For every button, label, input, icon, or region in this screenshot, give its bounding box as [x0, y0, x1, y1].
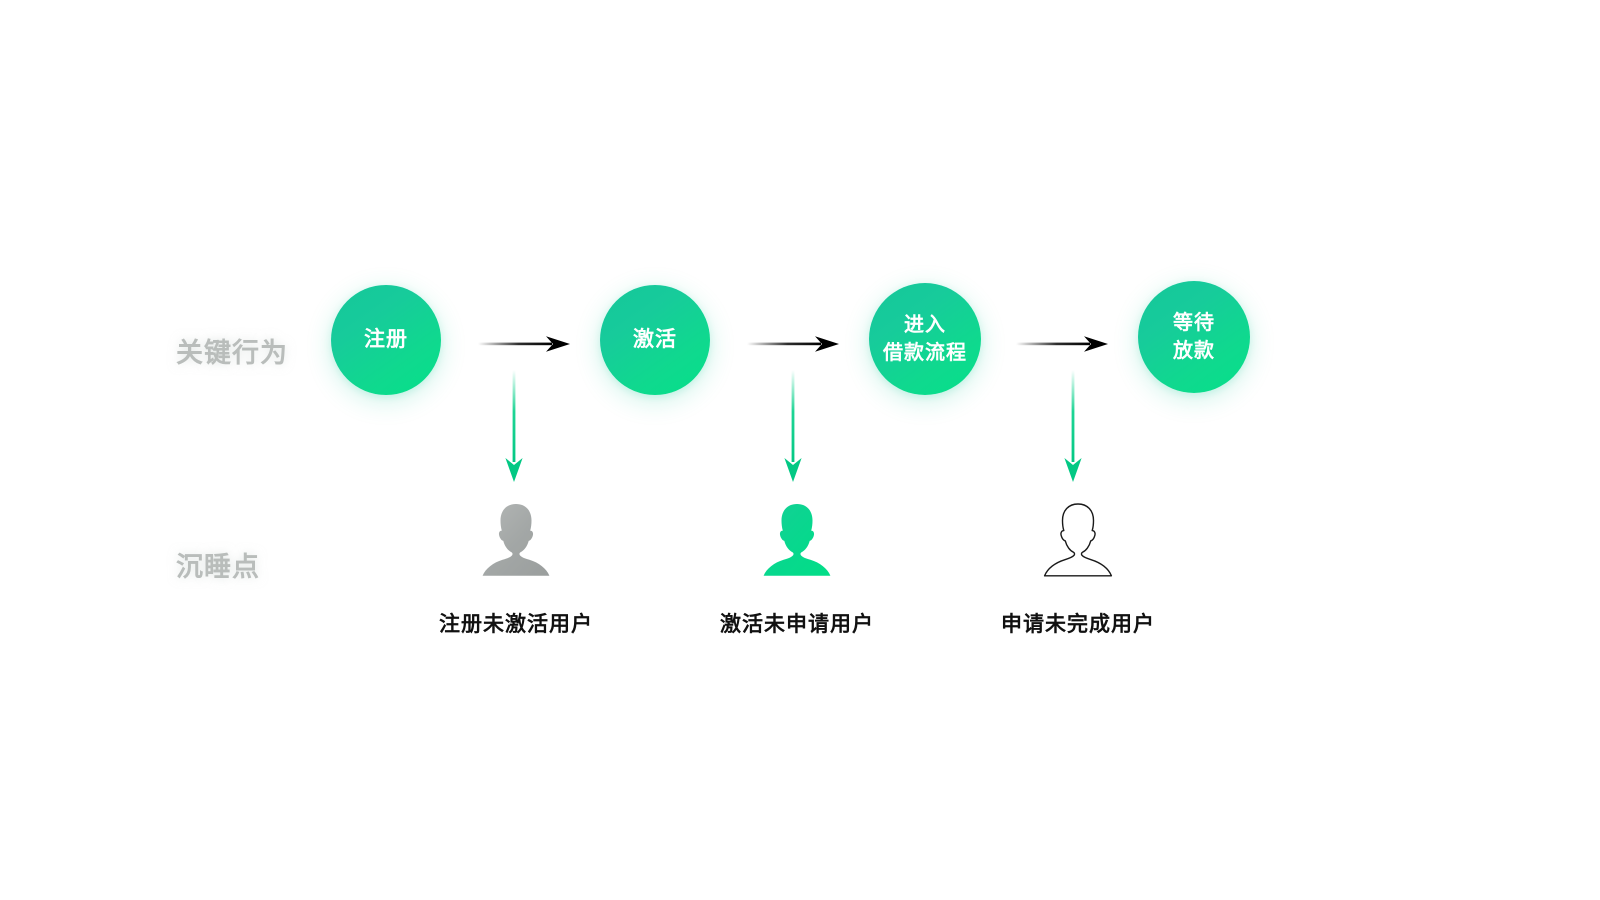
sleep-point-applied-not-completed: 申请未完成用户 — [963, 500, 1193, 638]
arrow-right-icon — [1016, 336, 1108, 352]
sleep-point-caption: 注册未激活用户 — [439, 613, 593, 636]
arrow-right-icon — [747, 336, 839, 352]
arrow-right-icon — [478, 336, 570, 352]
flow-node-await-disbursement[interactable]: 等待 放款 — [1138, 281, 1250, 393]
arrow-down-icon — [505, 370, 523, 482]
flow-node-enter-loan-process[interactable]: 进入 借款流程 — [869, 283, 981, 395]
sleep-point-caption: 激活未申请用户 — [720, 613, 874, 636]
sleep-point-activated-not-applied: 激活未申请用户 — [682, 500, 912, 638]
person-filled-green-icon — [763, 504, 831, 576]
row-label-key-action: 关键行为 — [176, 338, 288, 368]
flow-node-register[interactable]: 注册 — [331, 285, 441, 395]
flow-node-activate[interactable]: 激活 — [600, 285, 710, 395]
flow-node-label: 注册 — [364, 328, 408, 352]
arrow-down-icon — [1064, 370, 1082, 482]
arrow-down-icon — [784, 370, 802, 482]
person-filled-gray-icon — [482, 504, 550, 576]
flow-node-label: 激活 — [633, 328, 677, 352]
flow-node-label-line2: 借款流程 — [883, 342, 967, 364]
person-outline-icon — [1043, 503, 1113, 577]
row-label-sleep-point: 沉睡点 — [176, 552, 260, 582]
flow-node-label-line1: 进入 — [904, 313, 946, 336]
flow-node-label-line2: 放款 — [1173, 340, 1215, 362]
sleep-point-caption: 申请未完成用户 — [1001, 613, 1155, 636]
flow-node-label-line1: 等待 — [1173, 311, 1215, 334]
sleep-point-registered-not-activated: 注册未激活用户 — [401, 500, 631, 638]
